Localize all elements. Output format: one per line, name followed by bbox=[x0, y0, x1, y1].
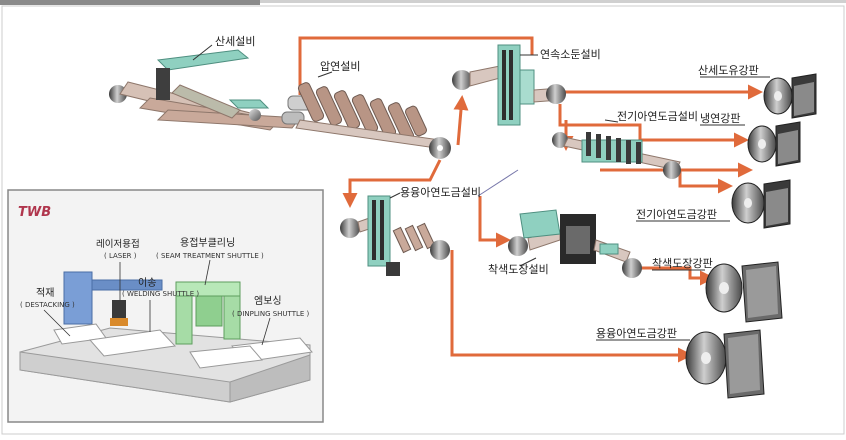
product-color-sheet-coil bbox=[705, 261, 783, 323]
rolling-equipment bbox=[281, 71, 451, 159]
flow-pickling-to-annealing bbox=[298, 36, 534, 95]
product-electro-sheet-coil bbox=[731, 179, 791, 229]
hot-dip-line-equipment bbox=[340, 192, 450, 276]
label-color-sheet: 착색도장강판 bbox=[652, 257, 713, 270]
label-color-line: 착색도장설비 bbox=[488, 263, 549, 276]
flow-arrows bbox=[298, 36, 763, 363]
header-rule bbox=[260, 0, 846, 3]
flow-to-cold-rolled bbox=[558, 104, 749, 148]
pickling-equipment bbox=[109, 44, 301, 131]
label-electro-line: 전기아연도금설비 bbox=[617, 110, 698, 123]
label-hot-dip-line: 용융아연도금설비 bbox=[400, 186, 481, 199]
flow-to-hot-dip-sheet bbox=[450, 250, 693, 363]
label-annealing: 연속소둔설비 bbox=[540, 48, 601, 61]
product-cold-rolled-coil bbox=[747, 121, 801, 167]
flow-rolling-to-hot-dip bbox=[342, 159, 442, 208]
annealing-equipment bbox=[452, 44, 566, 126]
twb-label-emboss-ko: 엠보싱 bbox=[254, 295, 282, 307]
label-electro-sheet: 전기아연도금강판 bbox=[636, 208, 717, 221]
twb-title: TWB bbox=[18, 205, 51, 220]
label-hot-dip-sheet: 용융아연도금강판 bbox=[596, 327, 677, 340]
color-line-equipment bbox=[508, 209, 642, 278]
flow-to-color-sheet bbox=[630, 266, 715, 286]
twb-label-transfer-ko: 이송 bbox=[138, 277, 156, 289]
flow-rolling-up bbox=[453, 95, 469, 146]
label-pickling: 산세설비 bbox=[215, 35, 255, 48]
electro-line-equipment bbox=[552, 119, 681, 179]
product-pickled-oil-coil bbox=[763, 73, 817, 119]
twb-label-seam-en: ( SEAM TREATMENT SHUTTLE ) bbox=[156, 252, 264, 260]
twb-seam-treatment-unit bbox=[175, 281, 241, 345]
pointer-line bbox=[477, 169, 519, 197]
twb-label-stack-en: ( DESTACKING ) bbox=[20, 301, 75, 309]
twb-inset: TWB bbox=[7, 189, 324, 423]
flow-to-electro-sheet bbox=[678, 170, 733, 194]
twb-welding-sheets bbox=[89, 329, 177, 357]
flow-to-color-line bbox=[478, 196, 511, 248]
product-hot-dip-sheet-coil bbox=[685, 329, 765, 399]
label-cold-rolled: 냉연강판 bbox=[700, 112, 740, 125]
twb-label-stack-ko: 적재 bbox=[36, 287, 54, 299]
twb-label-emboss-en: ( DINPLING SHUTTLE ) bbox=[232, 310, 310, 318]
header-bar bbox=[0, 0, 260, 5]
twb-destacking-unit bbox=[53, 271, 163, 345]
twb-label-laser-ko: 레이저용접 bbox=[96, 238, 140, 250]
label-rolling: 압연설비 bbox=[320, 60, 360, 73]
twb-label-seam-ko: 용접부클리닝 bbox=[180, 237, 235, 249]
frame bbox=[1, 5, 845, 435]
twb-label-transfer-en: ( WELDING SHUTTLE ) bbox=[122, 290, 199, 298]
twb-label-laser-en: ( LASER ) bbox=[104, 252, 137, 260]
label-pickled-oil: 산세도유강판 bbox=[698, 64, 759, 77]
